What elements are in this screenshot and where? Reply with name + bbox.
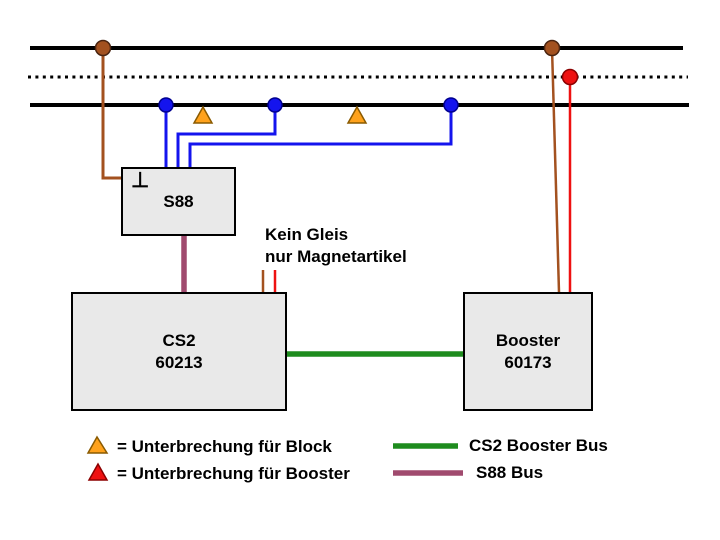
blue-junction-dot-2 bbox=[267, 97, 283, 113]
s88-contact-wire-2 bbox=[176, 105, 277, 167]
blue-junction-dot-1 bbox=[158, 97, 174, 113]
booster-feed-wire-brown bbox=[550, 47, 561, 293]
magnet-article-note-line1: Kein Gleis bbox=[265, 225, 349, 244]
booster-box: Booster 60173 bbox=[463, 292, 593, 411]
s88-box-label: S88 bbox=[163, 191, 194, 211]
s88-contact-wire-3 bbox=[188, 105, 453, 167]
legend-block-triangle-icon bbox=[86, 435, 109, 454]
magnet-article-note-line2: nur Magnetartikel bbox=[265, 247, 407, 266]
brown-junction-dot-2 bbox=[543, 39, 561, 57]
legend-booster-triangle-icon bbox=[87, 462, 109, 481]
block-gap-triangle-2 bbox=[346, 105, 368, 124]
legend-block-label: = Unterbrechung für Block bbox=[117, 437, 332, 456]
s88-module-box: ⊥ S88 bbox=[121, 167, 236, 236]
booster-box-label-line2: 60173 bbox=[504, 352, 552, 372]
brown-junction-dot-1 bbox=[94, 39, 112, 57]
cs2-box-label-line2: 60213 bbox=[155, 352, 203, 372]
magnet-article-note: Kein Gleis nur Magnetartikel bbox=[265, 224, 407, 268]
s88-ground-wire bbox=[101, 48, 121, 180]
red-junction-dot bbox=[561, 68, 579, 86]
legend-s88-bus-label: S88 Bus bbox=[476, 463, 544, 482]
ground-symbol-icon: ⊥ bbox=[131, 169, 150, 192]
legend-booster-label: = Unterbrechung für Booster bbox=[117, 464, 350, 483]
booster-box-label-line1: Booster bbox=[495, 330, 561, 350]
legend-cs2-booster-bus-label: CS2 Booster Bus bbox=[469, 436, 608, 455]
block-gap-triangle-1 bbox=[192, 105, 214, 124]
cs2-station-box: CS2 60213 bbox=[71, 292, 287, 411]
blue-junction-dot-3 bbox=[443, 97, 459, 113]
cs2-box-label-line1: CS2 bbox=[162, 330, 196, 350]
